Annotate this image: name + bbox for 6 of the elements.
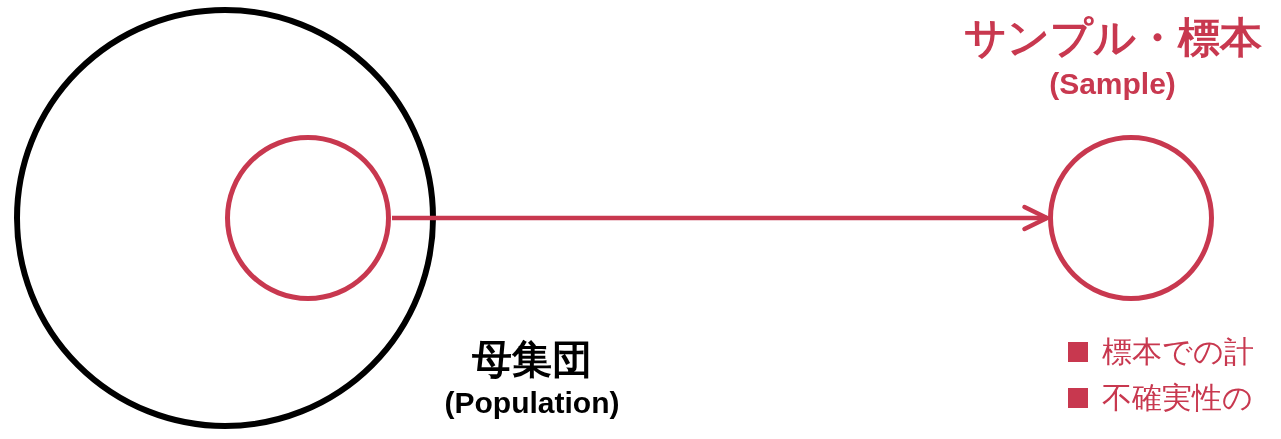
node-subtitle: (Population) <box>444 385 620 421</box>
node-subtitle: (Sample) <box>1049 65 1176 102</box>
bullet-text: 標本での計 <box>1102 334 1254 370</box>
node-title: 母集団 <box>472 336 592 383</box>
node-title: サンプル・標本 <box>963 13 1262 63</box>
bullet-text: 不確実性の <box>1102 380 1253 416</box>
